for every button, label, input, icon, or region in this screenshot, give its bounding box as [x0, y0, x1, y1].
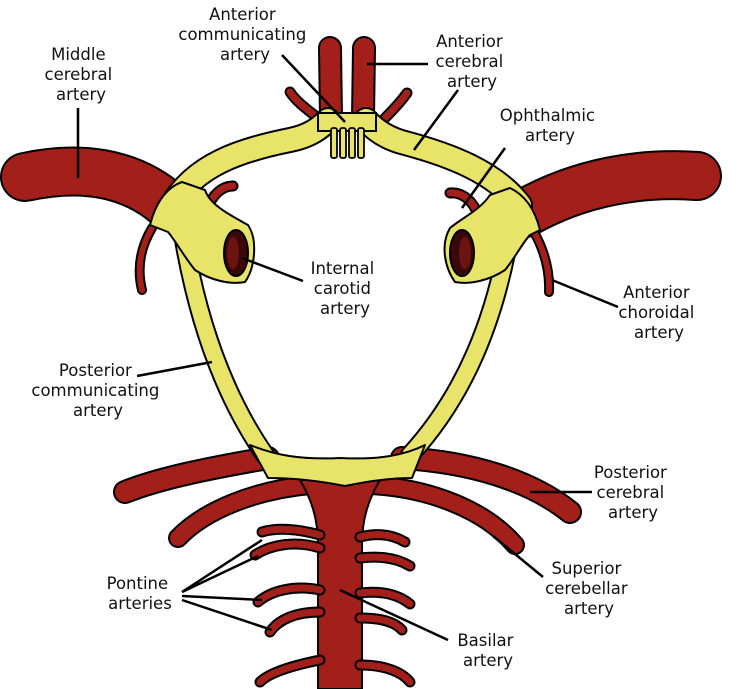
middle-cerebral-artery-left: [0, 146, 193, 230]
pointer-anterior-communicating: [281, 54, 346, 123]
label-anterior-choroidal: Anterior choroidal artery: [618, 283, 699, 342]
label-anterior-cerebral: Anterior cerebral artery: [436, 32, 509, 91]
ophthalmic-artery-right: [444, 187, 482, 216]
anterior-cerebral-artery-right: [351, 36, 376, 130]
small-branch-left-lower: [134, 223, 157, 295]
circle-of-willis-ring: [149, 107, 541, 487]
label-internal-carotid: Internal carotid artery: [311, 259, 380, 318]
internal-carotid-junction-right: [443, 187, 541, 284]
pointer-pontine-3: [181, 594, 263, 602]
anterior-communicating-bridge: [317, 112, 377, 132]
internal-carotid-junction-left: [149, 181, 256, 284]
pointer-anterior-choroidal: [551, 278, 619, 309]
label-anterior-communicating: Anterior communicating artery: [178, 5, 311, 64]
anterior-communicating-fingers: [330, 127, 365, 159]
pointer-superior-cerebellar: [492, 535, 544, 578]
pointer-posterior-communicating: [136, 360, 213, 378]
pointer-anterior-cerebral-branch: [412, 89, 460, 151]
labels: Middle cerebral artery Anterior communic…: [31, 5, 699, 670]
pointer-pontine-2: [181, 554, 259, 594]
pointer-ophthalmic: [460, 147, 507, 209]
pointer-lines: [76, 54, 619, 642]
pointer-basilar: [339, 588, 449, 642]
anterior-choroidal-artery-right: [529, 227, 555, 297]
posterior-cerebral-artery-right: [390, 446, 582, 524]
pointer-pontine-1: [181, 538, 263, 594]
pointer-internal-carotid: [241, 256, 304, 283]
label-superior-cerebellar: Superior cerebellar artery: [545, 559, 633, 618]
posterior-cerebral-artery-left: [113, 446, 280, 504]
label-posterior-communicating: Posterior communicating artery: [31, 361, 164, 420]
label-basilar: Basilar artery: [457, 631, 518, 670]
label-middle-cerebral: Middle cerebral artery: [45, 45, 118, 104]
superior-cerebellar-artery-left: [168, 475, 320, 548]
anterior-branch-right: [379, 87, 413, 124]
pontine-arteries-right: [354, 529, 416, 688]
label-posterior-cerebral: Posterior cerebral artery: [594, 463, 672, 522]
pointer-pontine-4: [181, 598, 273, 632]
middle-cerebral-artery-right: [500, 150, 722, 238]
label-pontine: Pontine arteries: [107, 574, 174, 613]
label-ophthalmic: Ophthalmic artery: [500, 106, 601, 145]
pontine-arteries-left: [249, 523, 326, 688]
basilar-top-junction: [249, 444, 426, 487]
anterior-branch-left: [284, 86, 324, 124]
superior-cerebellar-artery-right: [360, 475, 525, 555]
